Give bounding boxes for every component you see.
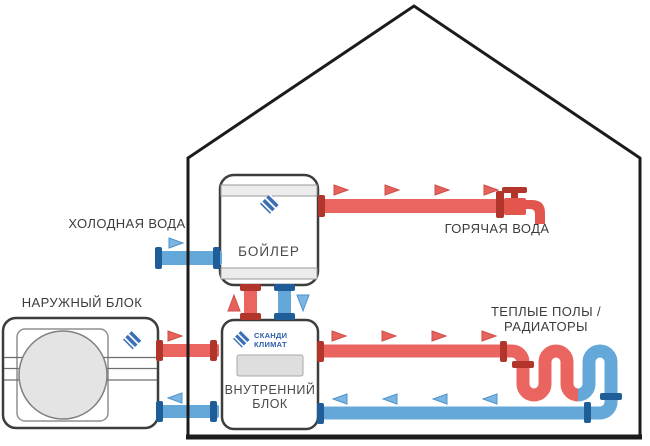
flow-arrow-icon bbox=[168, 237, 184, 249]
indoor-unit-box bbox=[220, 318, 320, 431]
pipe-fitting bbox=[317, 403, 324, 424]
pipe-fitting bbox=[584, 402, 591, 423]
heating-supply-pipe bbox=[318, 344, 579, 402]
house-outline-icon bbox=[186, 4, 642, 440]
fan-icon bbox=[18, 330, 108, 420]
pipe-fitting bbox=[500, 341, 507, 362]
flow-arrow-icon bbox=[482, 393, 498, 405]
fan-frame bbox=[16, 328, 109, 422]
pipe-fitting bbox=[317, 341, 324, 362]
flow-arrow-icon bbox=[167, 392, 183, 404]
flow-arrow-icon bbox=[384, 184, 400, 196]
radiator-coil-icon bbox=[317, 330, 622, 424]
flow-arrow-icon bbox=[381, 330, 397, 342]
flow-arrow-icon bbox=[296, 294, 310, 312]
flow-arrow-icon bbox=[167, 330, 183, 342]
boiler-box bbox=[218, 173, 320, 287]
display-panel bbox=[236, 354, 304, 377]
radiators-label: ТЕПЛЫЕ ПОЛЫ / РАДИАТОРЫ bbox=[490, 304, 602, 334]
pipe-fitting bbox=[512, 361, 534, 368]
pipe-fitting bbox=[213, 247, 220, 269]
pipe-fitting bbox=[240, 313, 261, 320]
outdoor-unit-label: НАРУЖНЫЙ БЛОК bbox=[21, 295, 143, 310]
hot-water-pipe bbox=[318, 184, 545, 224]
flow-arrow-icon bbox=[432, 393, 448, 405]
flow-arrow-icon bbox=[483, 184, 499, 196]
boiler-bottom-band bbox=[220, 267, 318, 280]
pipe-fitting bbox=[156, 340, 163, 361]
flow-arrow-icon bbox=[331, 330, 347, 342]
cold-water-label: ХОЛОДНАЯ ВОДА bbox=[68, 216, 186, 231]
pipe-fitting bbox=[600, 393, 622, 400]
flow-arrow-icon bbox=[332, 393, 348, 405]
pipe-fitting bbox=[318, 195, 325, 217]
pipe-fitting bbox=[156, 401, 163, 422]
indoor-unit-label: ВНУТРЕННИЙ БЛОК bbox=[224, 383, 316, 412]
heating-return-pipe bbox=[318, 344, 618, 420]
flow-arrow-icon bbox=[333, 184, 349, 196]
boiler-body bbox=[218, 173, 320, 287]
faucet-icon bbox=[496, 187, 545, 224]
boiler-top-band bbox=[220, 184, 318, 197]
outdoor-unit-box bbox=[1, 316, 160, 430]
pipe-fitting bbox=[240, 284, 261, 291]
pipe-fitting bbox=[274, 284, 295, 291]
flow-arrow-icon bbox=[227, 294, 241, 312]
boiler-return-riser bbox=[274, 284, 310, 320]
brand-label: СКАНДИ КЛИМАТ bbox=[254, 331, 288, 349]
pipe-fitting bbox=[210, 401, 217, 422]
flow-arrow-icon bbox=[434, 184, 450, 196]
pipe-fitting bbox=[274, 313, 295, 320]
boiler-supply-riser bbox=[227, 284, 261, 320]
pipe-fitting bbox=[155, 247, 162, 269]
pipe-fitting bbox=[210, 340, 217, 361]
flow-arrow-icon bbox=[382, 393, 398, 405]
boiler-label: БОЙЛЕР bbox=[238, 244, 300, 259]
flow-arrow-icon bbox=[431, 330, 447, 342]
hot-water-label: ГОРЯЧАЯ ВОДА bbox=[444, 221, 550, 236]
